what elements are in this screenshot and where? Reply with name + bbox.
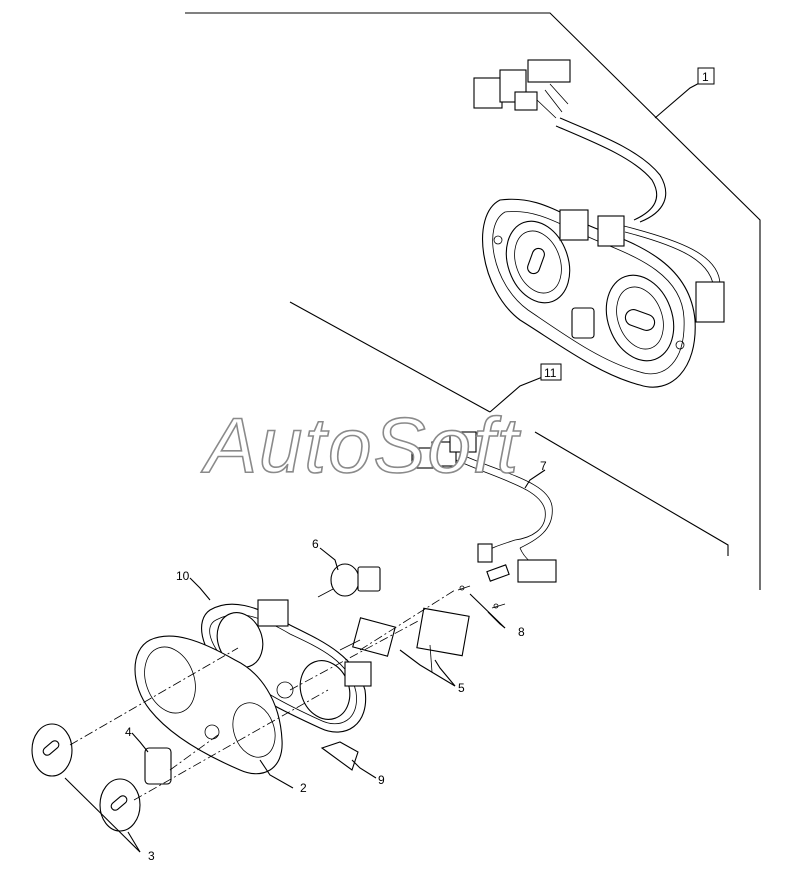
callout-7-label: 7: [540, 459, 547, 473]
small-knob-part: [144, 747, 172, 785]
large-knob-parts: [31, 723, 141, 832]
callout-1: 1: [697, 67, 715, 85]
alignment-lines: [69, 589, 456, 801]
callout-10-label: 10: [176, 569, 190, 583]
callout-5-label: 5: [458, 681, 465, 695]
screw-parts: [457, 585, 506, 609]
callout-1-label: 1: [702, 70, 709, 84]
leader-lines: [64, 79, 706, 853]
switch-part: [339, 607, 470, 673]
callout-3-label: 3: [148, 849, 155, 863]
control-panel-assembly: [473, 59, 725, 388]
assembly-frame-lines: [185, 12, 761, 590]
rotary-switch-part: [317, 563, 381, 598]
callout-11: 11: [540, 363, 562, 381]
callout-2-label: 2: [300, 781, 307, 795]
callout-8-label: 8: [518, 625, 525, 639]
wire-harness-part: [411, 431, 557, 583]
watermark-text: AutoSoft: [201, 401, 522, 489]
rear-housing-part: [201, 599, 372, 733]
callout-11-label: 11: [544, 366, 557, 380]
clip-part: [320, 741, 359, 771]
front-bezel-part: [134, 635, 283, 775]
callout-6-label: 6: [312, 537, 319, 551]
callout-9-label: 9: [378, 773, 385, 787]
callout-4-label: 4: [125, 725, 132, 739]
